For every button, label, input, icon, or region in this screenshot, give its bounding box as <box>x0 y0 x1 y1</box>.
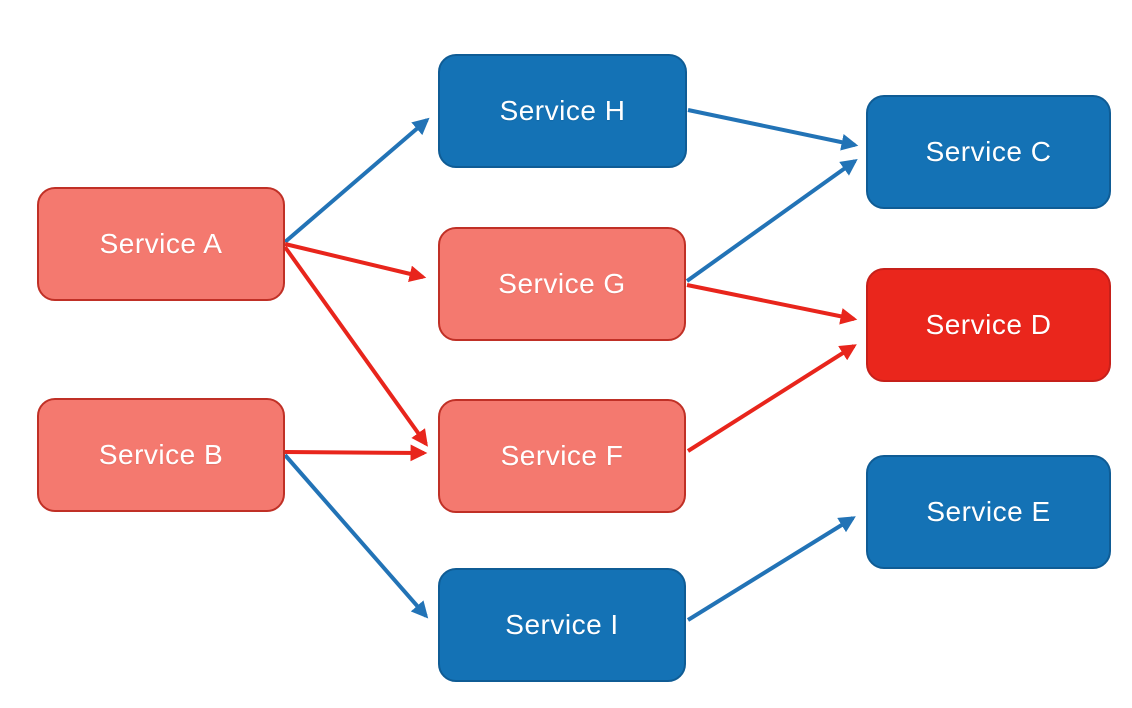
node-service-a: Service A <box>37 187 285 301</box>
node-service-a-label: Service A <box>99 228 223 259</box>
node-service-h: Service H <box>438 54 687 168</box>
node-service-d: Service D <box>866 268 1111 382</box>
node-service-g-label: Service G <box>498 268 626 299</box>
node-service-c: Service C <box>866 95 1111 209</box>
edge-service-a-to-service-g <box>284 242 427 283</box>
node-service-i-label: Service I <box>505 609 619 640</box>
edge-service-a-to-service-h <box>283 117 430 244</box>
node-service-f: Service F <box>438 399 686 513</box>
node-service-h-label: Service H <box>499 95 626 126</box>
edge-service-b-to-service-f <box>284 444 428 462</box>
edge-service-b-to-service-i <box>283 453 429 619</box>
edge-service-h-to-service-c <box>687 108 859 151</box>
node-service-e: Service E <box>866 455 1111 569</box>
node-service-f-label: Service F <box>500 440 624 471</box>
node-service-g: Service G <box>438 227 686 341</box>
node-service-b: Service B <box>37 398 285 512</box>
node-service-i: Service I <box>438 568 686 682</box>
node-service-e-label: Service E <box>926 496 1051 527</box>
edge-service-i-to-service-e <box>686 516 856 622</box>
edge-service-f-to-service-d <box>686 344 857 453</box>
node-service-c-label: Service C <box>925 136 1052 167</box>
edge-service-g-to-service-d <box>686 283 858 325</box>
edge-service-g-to-service-c <box>685 159 858 283</box>
node-service-d-label: Service D <box>925 309 1052 340</box>
node-service-b-label: Service B <box>98 439 224 470</box>
edge-service-a-to-service-f <box>283 245 428 447</box>
